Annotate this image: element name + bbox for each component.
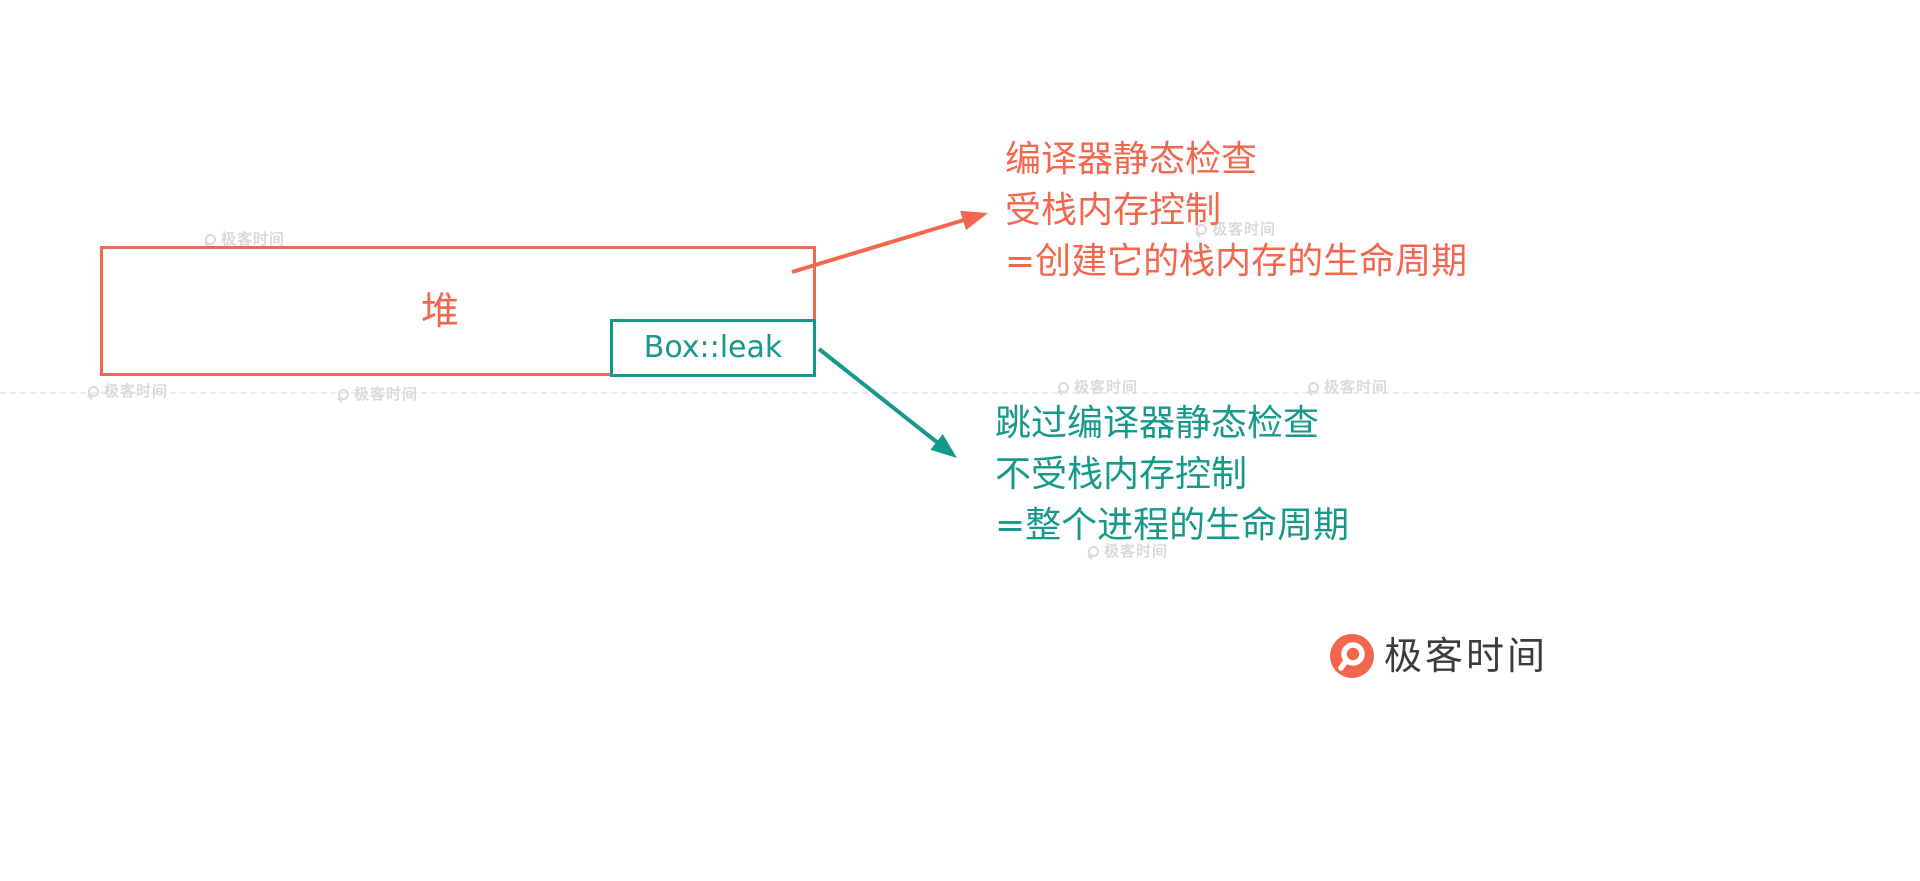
- watermark: 极客时间: [338, 383, 418, 404]
- geektime-watermark-icon: [1196, 224, 1207, 235]
- watermark-text: 极客时间: [221, 230, 286, 248]
- geektime-brand: 极客时间: [1330, 634, 1548, 678]
- leak-note-line-3: =整个进程的生命周期: [995, 505, 1350, 546]
- watermark-text: 极客时间: [1074, 378, 1139, 396]
- leak-note-line-2: 不受栈内存控制: [995, 454, 1248, 495]
- watermark: 极客时间: [205, 228, 285, 249]
- box-leak-arrowhead: [930, 434, 957, 458]
- geektime-brand-text: 极客时间: [1384, 634, 1549, 678]
- geektime-watermark-icon: [1088, 546, 1099, 557]
- horizontal-divider: [0, 392, 1920, 394]
- compiler-note-line-3: =创建它的栈内存的生命周期: [1005, 241, 1468, 282]
- watermark: 极客时间: [1196, 218, 1276, 239]
- box-leak-box: Box::leak: [610, 319, 816, 377]
- watermark: 极客时间: [1308, 376, 1388, 397]
- heap-box: 堆: [100, 246, 816, 376]
- geektime-logo-icon: [1330, 634, 1374, 678]
- compiler-note: 编译器静态检查 受栈内存控制 =创建它的栈内存的生命周期: [1005, 134, 1467, 287]
- geektime-watermark-icon: [205, 234, 216, 245]
- watermark-text: 极客时间: [1212, 220, 1277, 238]
- compiler-note-line-1: 编译器静态检查: [1005, 139, 1258, 180]
- compiler-note-line-2: 受栈内存控制: [1005, 190, 1222, 231]
- watermark: 极客时间: [88, 380, 168, 401]
- heap-label: 堆: [420, 289, 459, 333]
- watermark-text: 极客时间: [1104, 542, 1169, 560]
- geektime-watermark-icon: [88, 386, 99, 397]
- watermark: 极客时间: [1088, 540, 1168, 561]
- geektime-watermark-icon: [338, 389, 349, 400]
- watermark-text: 极客时间: [104, 382, 169, 400]
- geektime-watermark-icon: [1058, 382, 1069, 393]
- watermark-text: 极客时间: [354, 385, 419, 403]
- watermark-text: 极客时间: [1324, 378, 1389, 396]
- box-leak-arrow: [817, 347, 940, 445]
- leak-note-line-1: 跳过编译器静态检查: [995, 403, 1320, 444]
- stack-check-arrow: [791, 218, 965, 274]
- box-leak-label: Box::leak: [643, 330, 783, 365]
- watermark: 极客时间: [1058, 376, 1138, 397]
- leak-note: 跳过编译器静态检查 不受栈内存控制 =整个进程的生命周期: [995, 398, 1349, 551]
- geektime-watermark-icon: [1308, 382, 1319, 393]
- stack-check-arrowhead: [960, 210, 988, 231]
